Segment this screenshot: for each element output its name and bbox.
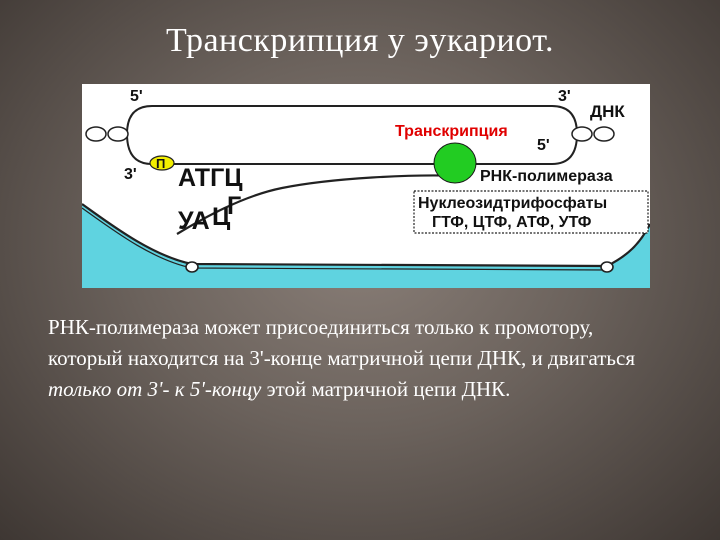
label-transcription: Транскрипция: [395, 123, 508, 140]
caption-italic: только от 3'- к 5'-концу: [48, 377, 262, 401]
ntp-box: [413, 190, 649, 234]
caption-part2: этой матричной цепи ДНК.: [261, 377, 511, 401]
promoter-marker: [149, 155, 175, 171]
ntp-list: ГТФ, ЦТФ, АТФ, УТФ: [432, 214, 592, 231]
label-3prime-top: 3': [558, 88, 571, 105]
dna-right-end-oval-2: [593, 126, 615, 142]
rna-sequence-part3: Г: [227, 192, 241, 220]
label-promoter: П: [156, 156, 165, 171]
transcription-diagram: 5' 3' ДНК Транскрипция 5' 3' П АТГЦ УА Ц…: [82, 84, 650, 288]
rna-sequence-part2: Ц: [212, 203, 231, 231]
membrane-knob-left: [185, 261, 199, 273]
label-5prime-top: 5': [130, 88, 143, 105]
slide-title: Транскрипция у эукариот.: [165, 22, 555, 59]
ntp-title: Нуклеозидтрифосфаты: [418, 195, 607, 212]
dna-top-strand: [126, 105, 578, 135]
label-dna: ДНК: [590, 102, 625, 121]
dna-right-end-oval-1: [571, 126, 593, 142]
rna-sequence-part1: УА: [178, 207, 210, 235]
label-3prime-left: 3': [124, 166, 137, 183]
dna-left-end-oval-2: [107, 126, 129, 142]
label-rna-polymerase: РНК-полимераза: [480, 168, 613, 185]
caption-text: РНК-полимераза может присоединиться толь…: [48, 312, 668, 405]
caption-part1: РНК-полимераза может присоединиться толь…: [48, 315, 635, 370]
dna-sequence: АТГЦ: [178, 164, 243, 192]
diagram-canvas: 5' 3' ДНК Транскрипция 5' 3' П АТГЦ УА Ц…: [82, 88, 650, 288]
dna-bottom-strand: [126, 133, 578, 165]
label-5prime-mid: 5': [537, 137, 550, 154]
rna-transcript-strand: [176, 174, 463, 235]
rna-polymerase-blob: [433, 142, 477, 184]
cytoplasm-region: [82, 204, 650, 288]
membrane-knob-right: [600, 261, 614, 273]
dna-left-end-oval-1: [85, 126, 107, 142]
membrane-line: [82, 203, 650, 268]
